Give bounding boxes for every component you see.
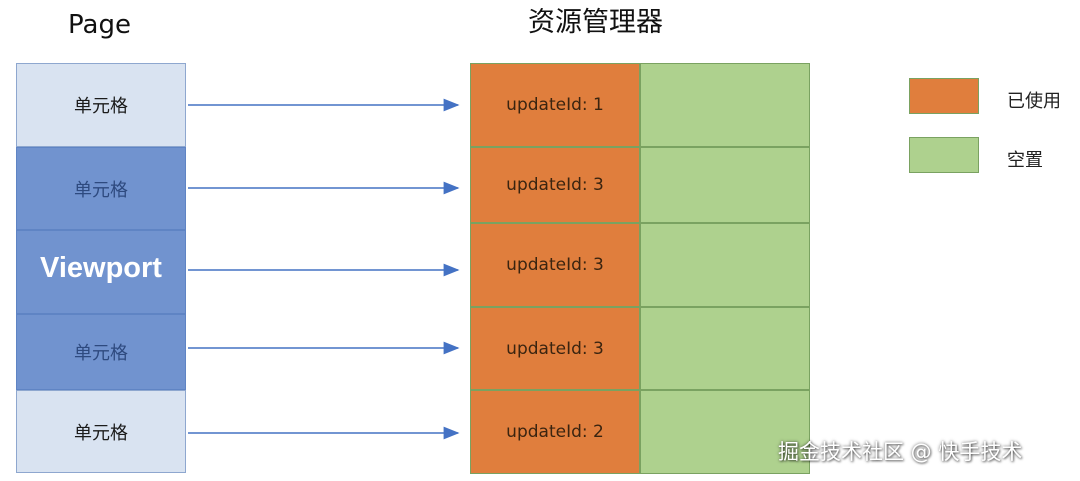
resource-slot-free-1 bbox=[640, 63, 810, 147]
resource-slot-used-4: updateId: 3 bbox=[470, 307, 640, 390]
page-cell-2: 单元格 bbox=[16, 147, 186, 230]
resource-slot-used-3: updateId: 3 bbox=[470, 223, 640, 307]
resource-slot-used-2: updateId: 3 bbox=[470, 147, 640, 223]
resource-slot-free-3 bbox=[640, 223, 810, 307]
viewport-label: Viewport bbox=[40, 252, 162, 284]
resource-slot-used-1: updateId: 1 bbox=[470, 63, 640, 147]
watermark: 掘金技术社区 @ 快手技术 bbox=[778, 440, 1023, 464]
legend-used-label: 已使用 bbox=[1007, 91, 1061, 112]
page-cell-4: 单元格 bbox=[16, 314, 186, 390]
legend-free-label: 空置 bbox=[1007, 150, 1043, 171]
legend-used-swatch bbox=[909, 78, 979, 114]
page-cell-1: 单元格 bbox=[16, 63, 186, 147]
page-cell-5: 单元格 bbox=[16, 390, 186, 473]
resource-manager-title: 资源管理器 bbox=[528, 7, 663, 38]
resource-slot-free-5 bbox=[640, 390, 810, 474]
page-cell-3 bbox=[16, 230, 186, 314]
resource-slot-free-4 bbox=[640, 307, 810, 390]
resource-slot-used-5: updateId: 2 bbox=[470, 390, 640, 474]
resource-slot-free-2 bbox=[640, 147, 810, 223]
page-title: Page bbox=[68, 10, 131, 40]
legend-free-swatch bbox=[909, 137, 979, 173]
